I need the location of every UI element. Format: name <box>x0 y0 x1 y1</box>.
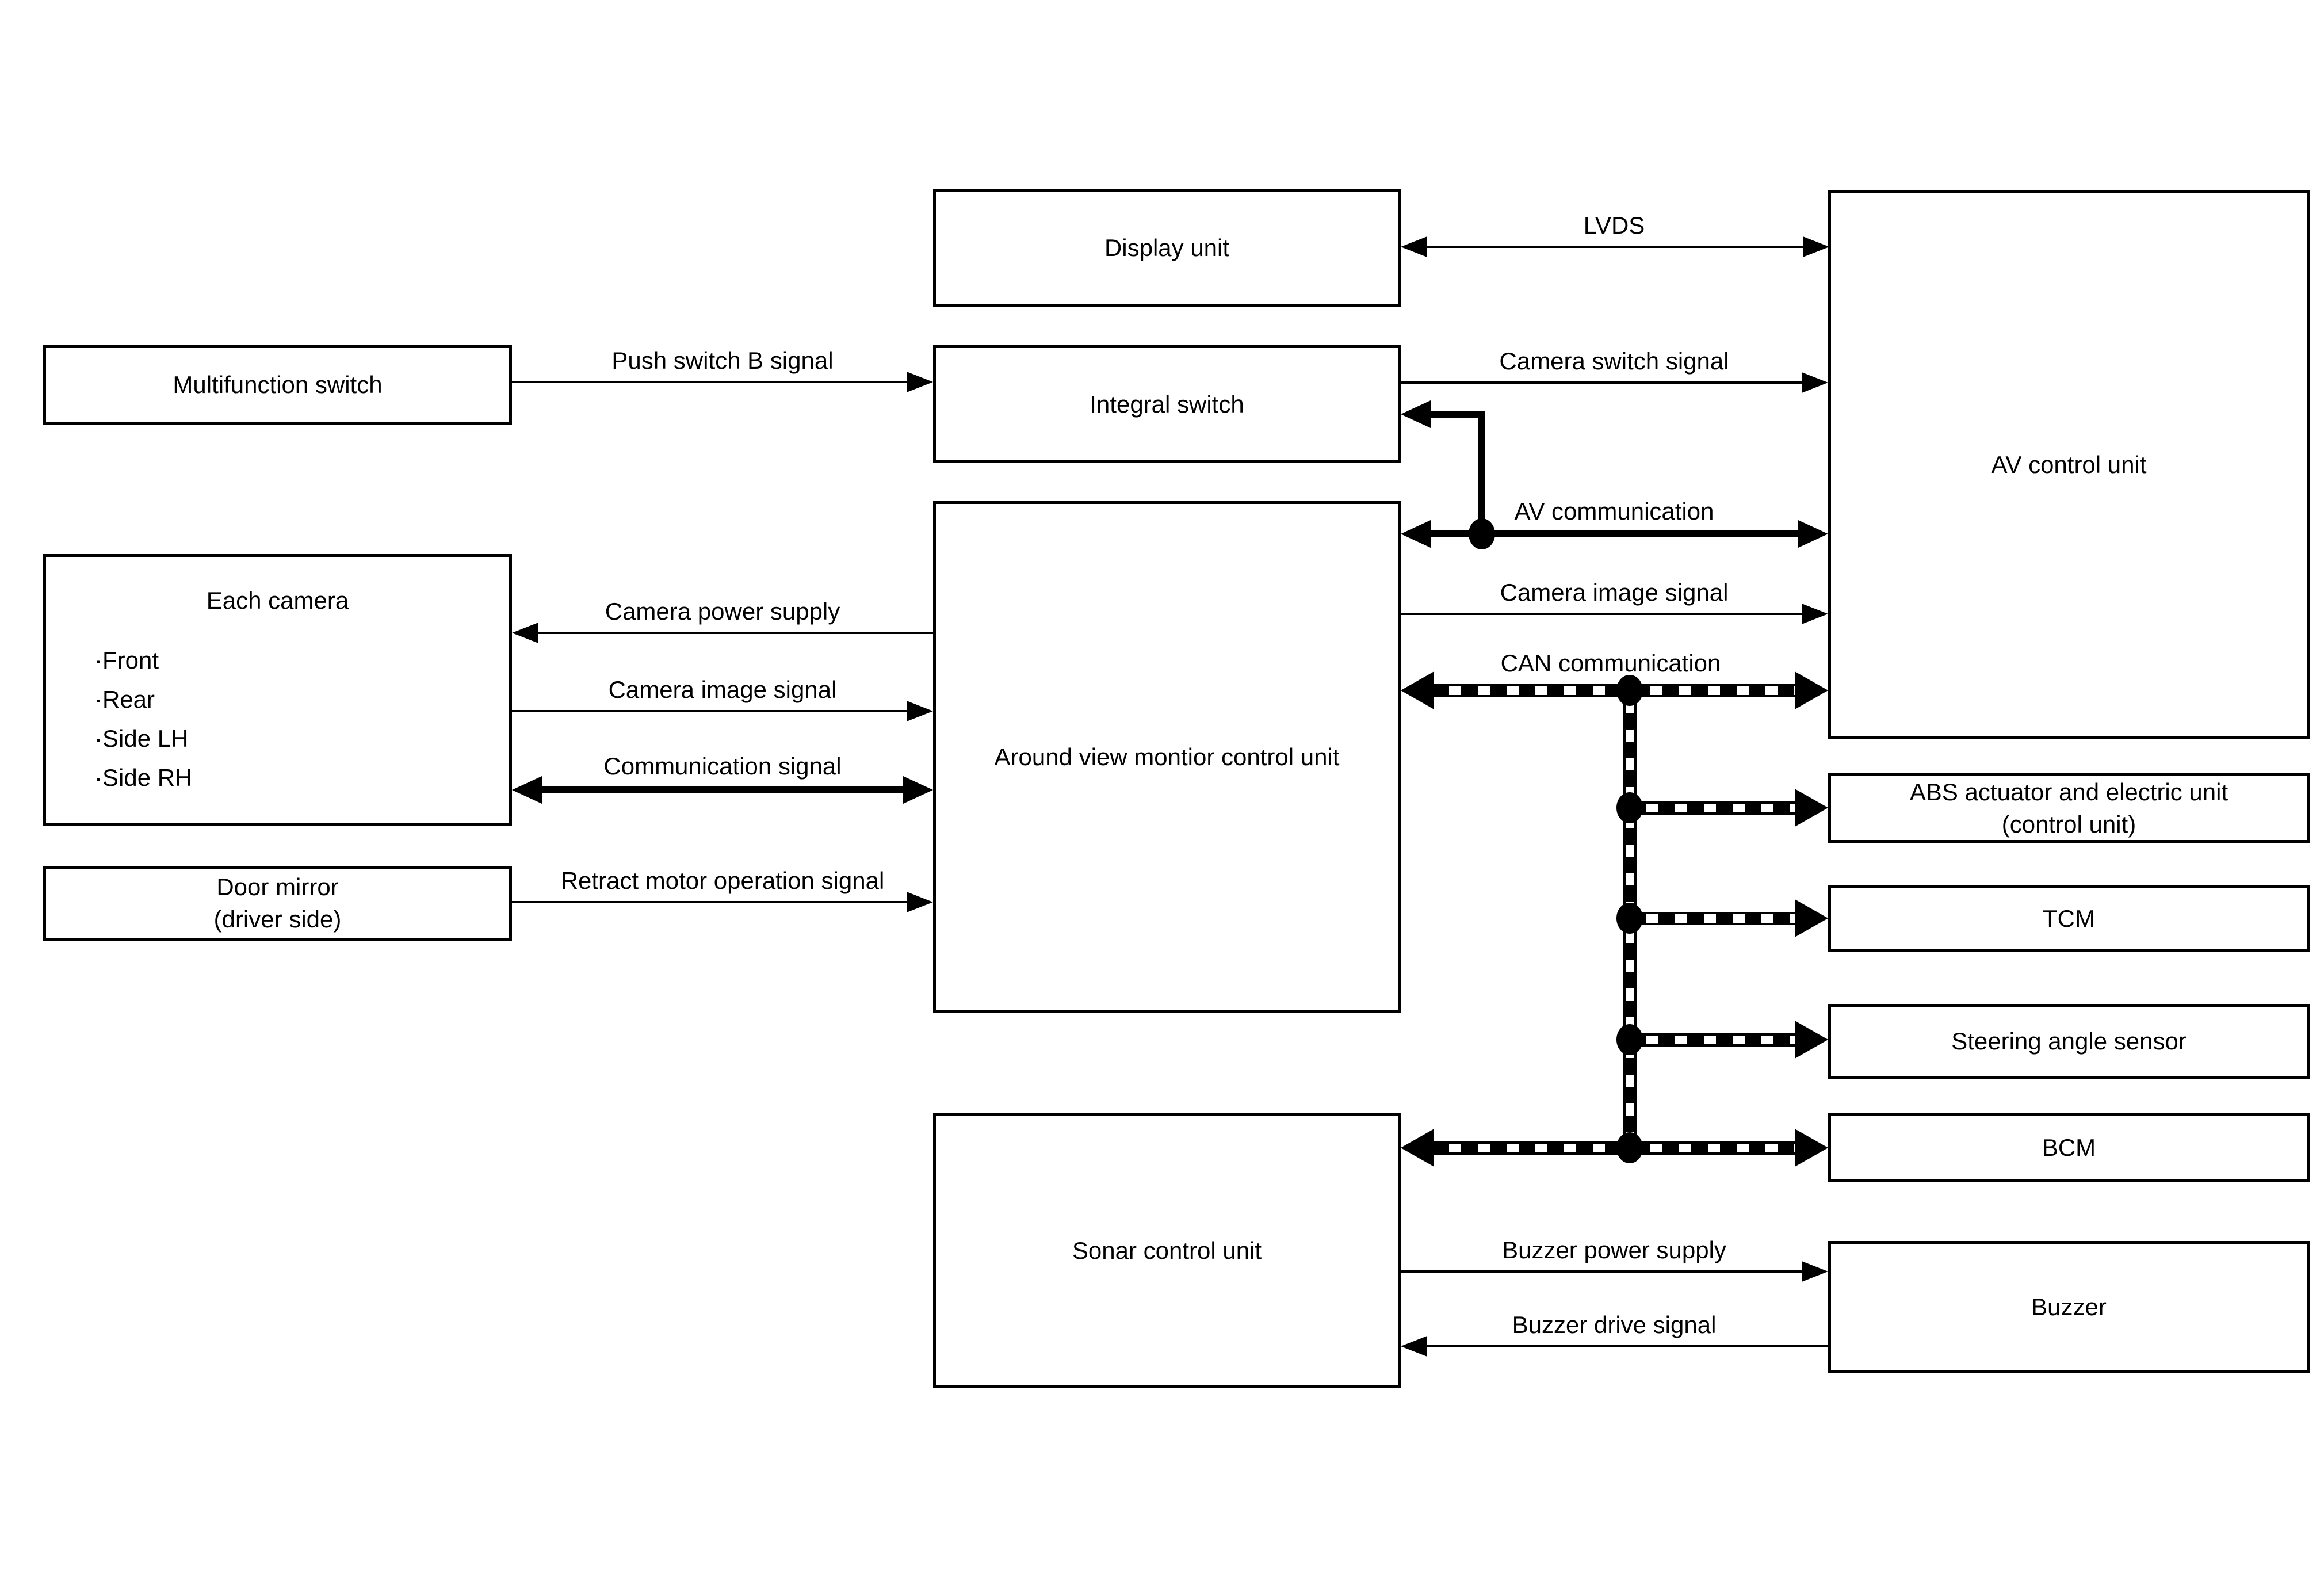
retract-motor-line <box>512 901 911 903</box>
lvds-signal-label: LVDS <box>1583 212 1645 239</box>
av-communication-arrowhead-left <box>1401 520 1431 548</box>
door-mirror-label-line2: (driver side) <box>213 906 342 933</box>
buzzer-drive-label: Buzzer drive signal <box>1512 1311 1717 1338</box>
sonar-control-unit-box: Sonar control unit <box>933 1113 1401 1388</box>
abs-actuator-label-line1: ABS actuator and electric unit <box>1909 778 2229 805</box>
communication-signal-line <box>541 786 904 793</box>
av-communication-branch-arrowhead <box>1401 400 1431 428</box>
can-junction-dot-abs <box>1616 792 1643 823</box>
tcm-label: TCM <box>2043 904 2095 932</box>
lvds-arrowhead-left <box>1401 236 1427 257</box>
camera-power-arrowhead <box>512 623 538 643</box>
tcm-box: TCM <box>1828 885 2310 952</box>
each-camera-item-rear: ·Rear <box>94 686 155 713</box>
buzzer-power-line <box>1401 1270 1806 1273</box>
camera-switch-line <box>1401 381 1806 384</box>
av-control-unit-label: AV control unit <box>1991 450 2147 478</box>
abs-actuator-box: ABS actuator and electric unit (control … <box>1828 773 2310 843</box>
door-mirror-label-line1: Door mirror <box>216 873 339 900</box>
each-camera-list: ·Front ·Rear ·Side LH ·Side RH <box>94 641 509 797</box>
av-control-unit-box: AV control unit <box>1828 190 2310 739</box>
camera-image-right-arrowhead <box>1802 604 1828 624</box>
multifunction-switch-box: Multifunction switch <box>43 345 512 425</box>
can-steering-arrowhead <box>1795 1021 1828 1059</box>
can-abs-arrowhead <box>1795 789 1828 827</box>
can-junction-dot-bcm <box>1616 1132 1643 1163</box>
can-bcm-arrowhead-left <box>1401 1129 1434 1167</box>
around-view-monitor-label: Around view montior control unit <box>994 743 1340 770</box>
camera-image-left-line <box>512 710 911 712</box>
display-unit-label: Display unit <box>1104 234 1230 261</box>
can-abs-branch-bar <box>1630 801 1795 815</box>
each-camera-title: Each camera <box>206 587 349 614</box>
camera-image-right-label: Camera image signal <box>1500 579 1729 606</box>
retract-motor-label: Retract motor operation signal <box>560 867 885 894</box>
each-camera-item-front: ·Front <box>94 647 159 674</box>
sonar-control-unit-label: Sonar control unit <box>1072 1237 1262 1264</box>
communication-signal-arrowhead-right <box>903 776 933 804</box>
av-communication-arrowhead-right <box>1798 520 1828 548</box>
camera-image-left-label: Camera image signal <box>608 676 837 703</box>
av-communication-branch-horizontal <box>1429 411 1485 418</box>
push-switch-b-label: Push switch B signal <box>611 347 834 374</box>
integral-switch-box: Integral switch <box>933 345 1401 463</box>
bcm-box: BCM <box>1828 1113 2310 1182</box>
integral-switch-label: Integral switch <box>1090 390 1244 418</box>
each-camera-item-side-rh: ·Side RH <box>94 764 193 791</box>
camera-switch-arrowhead <box>1802 372 1828 393</box>
buzzer-power-arrowhead <box>1802 1261 1828 1282</box>
can-main-arrowhead-right <box>1795 671 1828 709</box>
av-communication-junction-dot <box>1469 518 1495 549</box>
multifunction-switch-label: Multifunction switch <box>173 371 383 398</box>
each-camera-item-side-lh: ·Side LH <box>94 725 189 752</box>
communication-signal-label: Communication signal <box>603 753 842 780</box>
buzzer-power-label: Buzzer power supply <box>1502 1236 1726 1263</box>
can-junction-dot-top <box>1616 675 1643 706</box>
display-unit-box: Display unit <box>933 189 1401 307</box>
can-tcm-branch-bar <box>1630 912 1795 925</box>
av-communication-line <box>1429 530 1799 537</box>
retract-motor-arrowhead <box>907 892 933 912</box>
can-communication-label: CAN communication <box>1500 650 1721 677</box>
buzzer-label: Buzzer <box>2031 1293 2107 1320</box>
buzzer-drive-arrowhead <box>1401 1336 1427 1357</box>
each-camera-box: Each camera ·Front ·Rear ·Side LH ·Side … <box>43 554 512 826</box>
steering-angle-sensor-box: Steering angle sensor <box>1828 1004 2310 1079</box>
lvds-arrowhead-right <box>1803 236 1829 257</box>
av-communication-branch-vertical <box>1478 411 1485 537</box>
camera-image-right-line <box>1401 613 1806 615</box>
abs-actuator-label-line2: (control unit) <box>2001 810 2136 838</box>
bcm-label: BCM <box>2042 1134 2096 1161</box>
camera-switch-label: Camera switch signal <box>1499 348 1729 375</box>
camera-power-label: Camera power supply <box>605 598 840 625</box>
can-junction-dot-tcm <box>1616 903 1643 934</box>
can-tcm-arrowhead <box>1795 899 1828 937</box>
av-communication-label: AV communication <box>1514 498 1714 525</box>
can-main-bar <box>1432 684 1796 697</box>
communication-signal-arrowhead-left <box>512 776 542 804</box>
can-main-arrowhead-left <box>1401 671 1434 709</box>
buzzer-drive-line <box>1423 1345 1828 1347</box>
can-junction-dot-steering <box>1616 1024 1643 1055</box>
can-steering-branch-bar <box>1630 1033 1795 1047</box>
can-bcm-bar <box>1432 1141 1795 1155</box>
can-bcm-arrowhead-right <box>1795 1129 1828 1167</box>
around-view-monitor-box: Around view montior control unit <box>933 501 1401 1013</box>
door-mirror-box: Door mirror (driver side) <box>43 866 512 941</box>
push-switch-b-line <box>512 381 911 383</box>
buzzer-box: Buzzer <box>1828 1241 2310 1373</box>
camera-image-left-arrowhead <box>907 701 933 721</box>
lvds-line <box>1423 246 1806 248</box>
push-switch-b-arrowhead <box>907 372 933 392</box>
steering-angle-sensor-label: Steering angle sensor <box>1951 1028 2187 1055</box>
camera-power-line <box>534 632 933 634</box>
